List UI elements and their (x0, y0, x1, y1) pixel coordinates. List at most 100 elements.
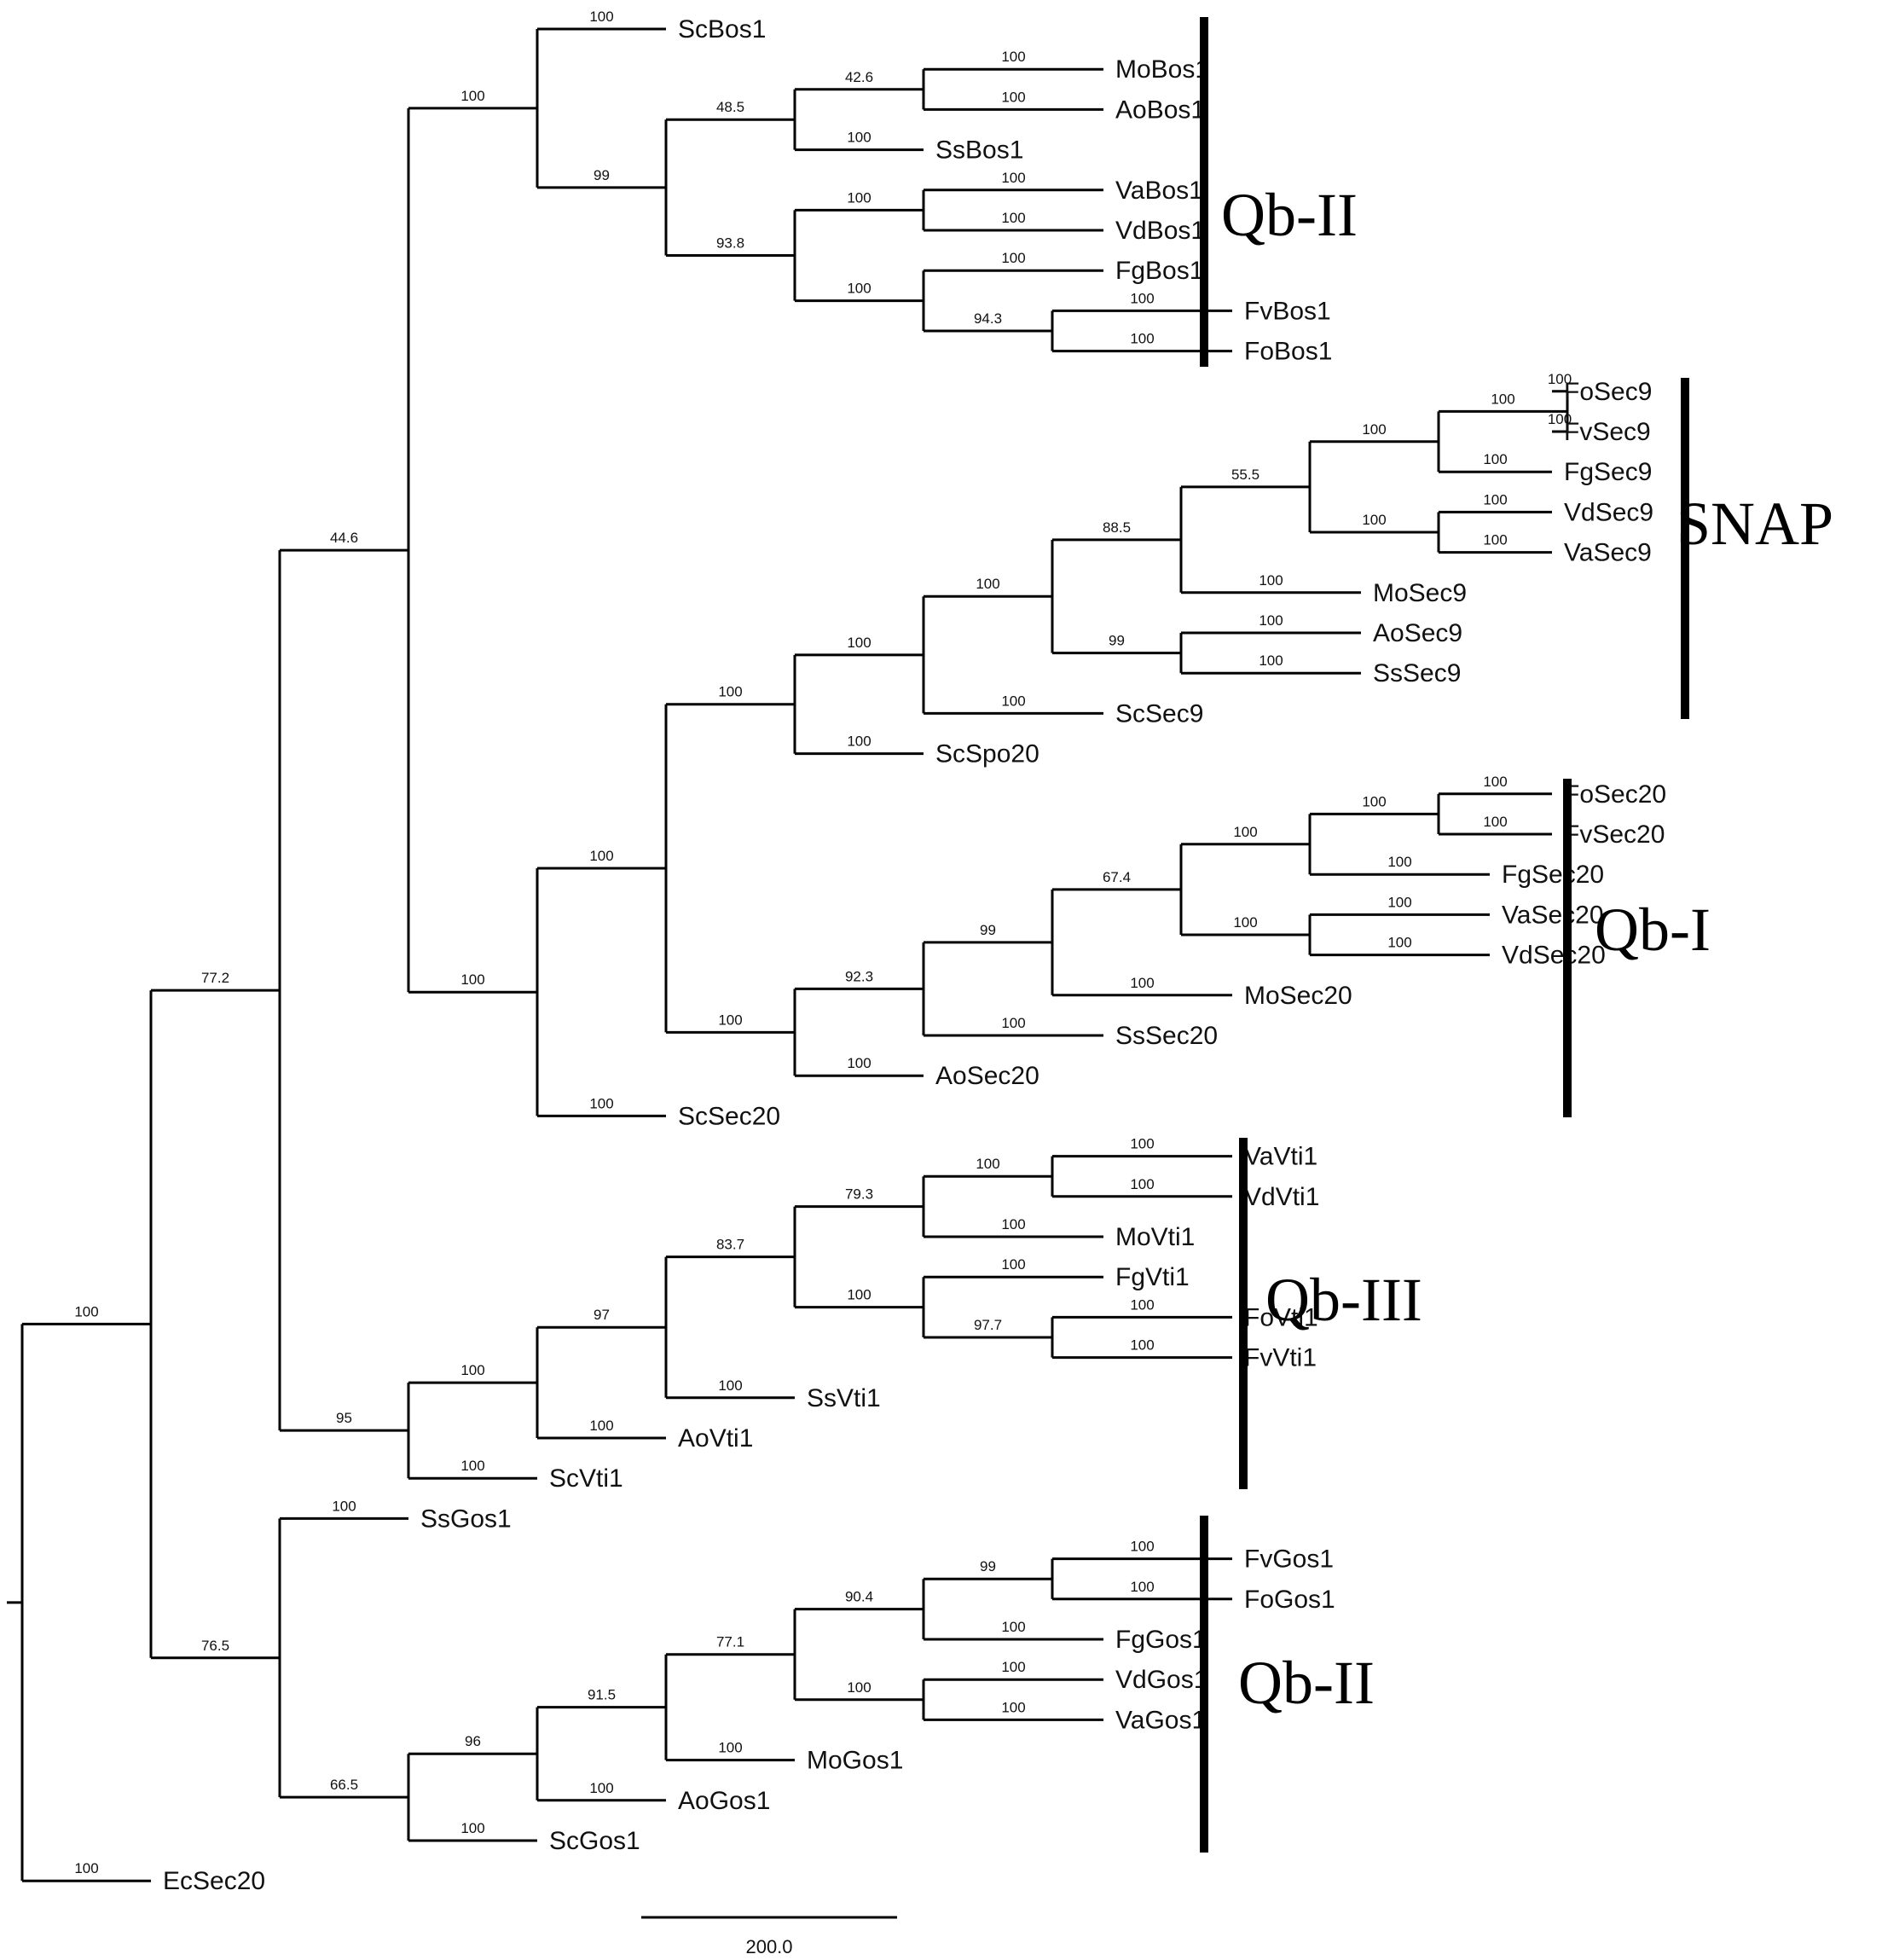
leaf-fvsec9: FvSec9 (1564, 418, 1651, 446)
support-value: 100 (847, 130, 871, 146)
leaf-sssec9: SsSec9 (1373, 659, 1461, 687)
support-value: 100 (1259, 612, 1283, 629)
support-value: 96 (465, 1733, 481, 1749)
support-value: 55.5 (1231, 467, 1259, 483)
leaf-ssgos1: SsGos1 (420, 1505, 512, 1533)
support-value: 83.7 (716, 1237, 744, 1253)
support-value: 100 (1387, 935, 1411, 951)
support-value: 100 (332, 1498, 356, 1514)
support-value: 42.6 (845, 69, 873, 85)
support-value: 44.6 (330, 530, 358, 546)
support-value: 100 (1001, 1659, 1025, 1675)
support-value: 77.1 (716, 1634, 744, 1650)
support-value: 99 (1109, 633, 1125, 649)
leaf-vagos1: VaGos1 (1115, 1706, 1206, 1734)
support-value: 100 (460, 971, 484, 988)
leaf-fogos1: FoGos1 (1244, 1586, 1335, 1614)
leaf-scsec20: ScSec20 (678, 1102, 780, 1130)
support-value: 100 (1259, 572, 1283, 589)
support-value: 100 (1001, 693, 1025, 709)
leaf-vabos1: VaBos1 (1115, 177, 1203, 205)
leaf-sssec20: SsSec20 (1115, 1022, 1218, 1050)
support-value: 100 (718, 1012, 742, 1028)
support-value: 100 (1001, 250, 1025, 266)
support-value: 99 (980, 922, 996, 938)
leaf-fosec9: FoSec9 (1564, 378, 1652, 406)
leaf-vasec20: VaSec20 (1502, 901, 1604, 929)
leaf-fobos1: FoBos1 (1244, 338, 1332, 366)
support-value: 66.5 (330, 1777, 358, 1793)
support-value: 100 (1483, 451, 1507, 467)
leaf-vdsec20: VdSec20 (1502, 942, 1606, 970)
scale-bar-label: 200.0 (745, 1936, 792, 1957)
leaf-scsec9: ScSec9 (1115, 699, 1203, 728)
leaf-vasec9: VaSec9 (1564, 539, 1652, 567)
support-value: 100 (1001, 1699, 1025, 1715)
support-value: 88.5 (1103, 519, 1131, 536)
clade-bars (1200, 17, 1689, 1853)
support-value: 100 (1362, 512, 1386, 528)
support-value: 100 (1362, 421, 1386, 438)
leaf-aogos1: AoGos1 (678, 1787, 770, 1815)
clade-label-qb-iii: Qb-III (1265, 1266, 1422, 1334)
support-value: 100 (718, 684, 742, 700)
support-value: 100 (718, 1740, 742, 1756)
support-value: 100 (1483, 532, 1507, 548)
support-value: 100 (1130, 1337, 1154, 1354)
support-value: 100 (1001, 210, 1025, 226)
support-value: 79.3 (845, 1186, 873, 1203)
support-value: 100 (1483, 814, 1507, 830)
support-value: 100 (74, 1860, 98, 1876)
support-value: 100 (1001, 1015, 1025, 1031)
support-value: 100 (718, 1377, 742, 1394)
leaf-fvbos1: FvBos1 (1244, 297, 1331, 325)
leaf-aobos1: AoBos1 (1115, 96, 1205, 124)
support-value: 92.3 (845, 968, 873, 984)
support-value: 100 (589, 9, 613, 25)
support-value: 100 (1001, 1216, 1025, 1232)
support-value: 99 (594, 167, 610, 183)
support-value: 100 (1548, 411, 1572, 427)
clade-label-qb-ii-top: Qb-II (1221, 181, 1358, 249)
support-value: 100 (847, 635, 871, 651)
support-value: 95 (336, 1410, 352, 1426)
support-value: 100 (847, 1287, 871, 1303)
leaf-movti1: MoVti1 (1115, 1223, 1195, 1251)
support-value: 100 (460, 1820, 484, 1836)
support-value: 100 (1130, 1176, 1154, 1192)
support-value: 100 (1259, 652, 1283, 669)
support-value: 100 (1548, 371, 1572, 387)
clade-label-qb-ii-bottom: Qb-II (1238, 1649, 1375, 1717)
leaf-ssbos1: SsBos1 (935, 136, 1023, 165)
leaf-fvsec20: FvSec20 (1564, 821, 1665, 849)
support-value: 99 (980, 1558, 996, 1574)
support-value: 100 (589, 1418, 613, 1434)
support-value: 100 (1387, 854, 1411, 870)
support-value: 91.5 (588, 1687, 616, 1703)
support-value: 100 (1001, 49, 1025, 65)
support-value: 100 (1491, 391, 1514, 407)
leaf-vdgos1: VdGos1 (1115, 1666, 1207, 1694)
leaf-scspo20: ScSpo20 (935, 740, 1039, 768)
tree-branches (7, 27, 1569, 1882)
support-value: 100 (976, 1156, 999, 1172)
support-value: 90.4 (845, 1589, 873, 1605)
support-value: 100 (589, 1095, 613, 1111)
support-value: 100 (847, 1055, 871, 1071)
leaf-scgos1: ScGos1 (549, 1827, 640, 1855)
support-value: 100 (1130, 290, 1154, 306)
support-value: 100 (1001, 1256, 1025, 1273)
leaf-mobos1: MoBos1 (1115, 55, 1209, 84)
support-value: 77.2 (201, 970, 229, 986)
leaf-scbos1: ScBos1 (678, 15, 766, 43)
support-value: 100 (460, 88, 484, 104)
support-value: 93.8 (716, 235, 744, 252)
support-value: 48.5 (716, 99, 744, 115)
support-value: 100 (1483, 491, 1507, 507)
leaf-mosec20: MoSec20 (1244, 982, 1352, 1010)
leaf-aosec20: AoSec20 (935, 1062, 1039, 1090)
support-value: 94.3 (974, 310, 1002, 327)
support-value: 100 (976, 576, 999, 592)
support-value: 76.5 (201, 1638, 229, 1654)
clade-labels: Qb-II SNAP Qb-I Qb-III Qb-II (1221, 181, 1833, 1717)
